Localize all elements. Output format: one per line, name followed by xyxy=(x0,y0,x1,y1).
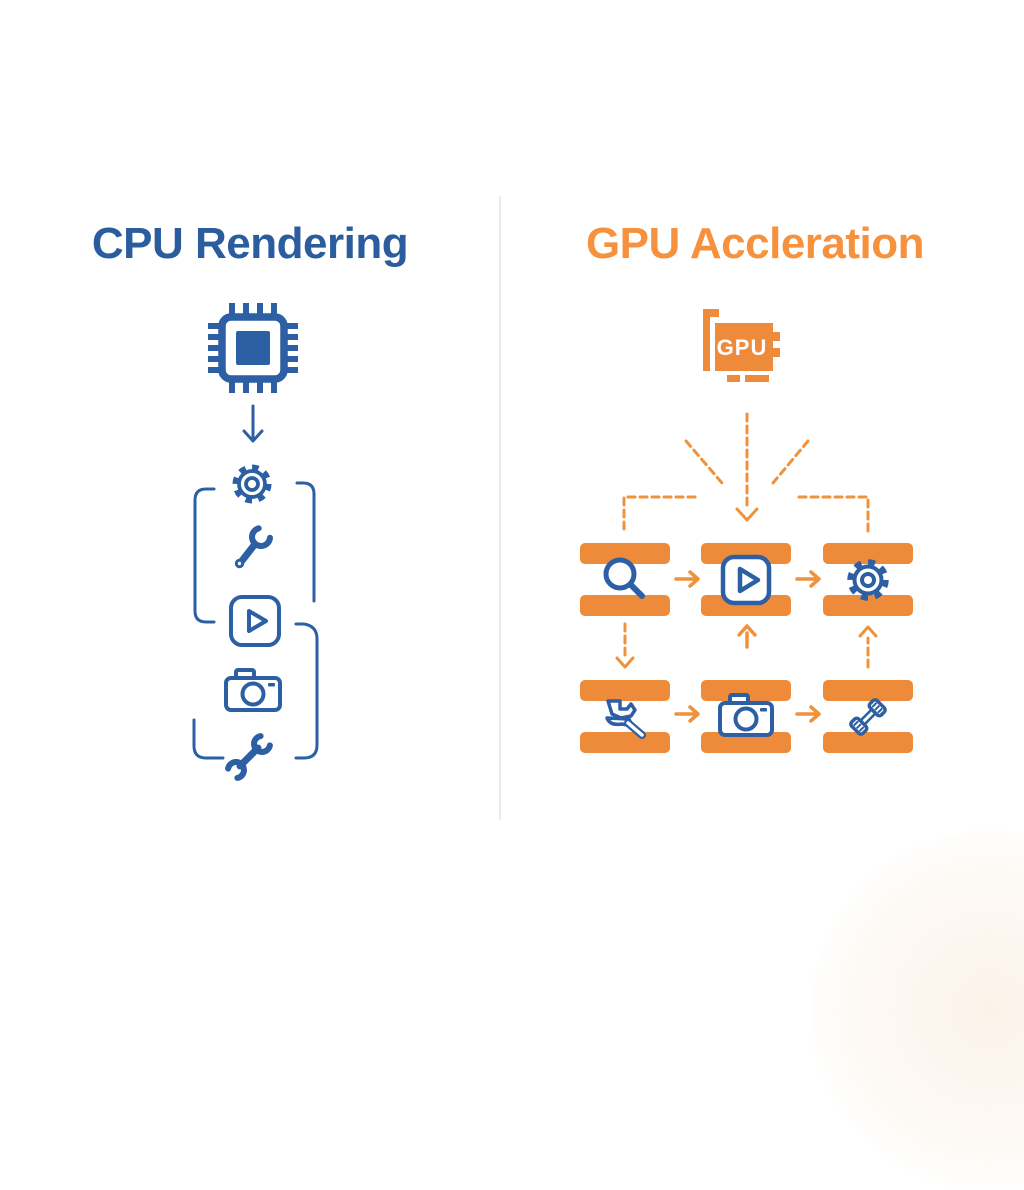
cpu-chip-icon xyxy=(208,303,298,393)
block-bar xyxy=(823,543,913,564)
spanner-icon xyxy=(225,733,273,781)
gpu-block-magnifier xyxy=(580,543,670,616)
gpu-block-spanner-fork xyxy=(823,680,913,753)
dashed-up-arrow xyxy=(858,625,878,669)
camera-icon xyxy=(224,668,282,712)
gpu-block-play xyxy=(701,543,791,616)
camera-icon xyxy=(718,692,774,737)
gpu-block-gear xyxy=(823,543,913,616)
gear-icon xyxy=(232,464,272,504)
block-bar xyxy=(823,595,913,616)
gpu-block-camera xyxy=(701,680,791,753)
background-glow xyxy=(810,830,1024,1190)
dashed-down-arrow xyxy=(615,622,635,669)
cpu-panel-title: CPU Rendering xyxy=(91,219,409,268)
block-bar xyxy=(580,732,670,753)
connector-overlay xyxy=(192,404,878,760)
wrench-icon xyxy=(234,525,273,569)
block-bar xyxy=(580,595,670,616)
gpu-fanout-connectors xyxy=(622,412,870,535)
block-bar xyxy=(701,680,791,701)
play-icon xyxy=(229,595,281,647)
solid-up-arrow xyxy=(737,624,757,649)
right-arrow xyxy=(674,570,700,588)
spanner-fork-icon xyxy=(849,697,887,736)
gpu-panel-title: GPU Accleration xyxy=(585,219,925,268)
gpu-block-hand-tool xyxy=(580,680,670,753)
block-bar xyxy=(701,732,791,753)
block-bar xyxy=(580,680,670,701)
right-arrow xyxy=(795,705,821,723)
right-arrow xyxy=(674,705,700,723)
diagram-canvas: CPU Rendering GPU Accleration GPU xyxy=(91,196,1024,1190)
block-bar xyxy=(580,543,670,564)
block-bar xyxy=(701,543,791,564)
block-bar xyxy=(823,732,913,753)
block-bar xyxy=(701,595,791,616)
hand-tool-icon xyxy=(605,698,646,739)
block-bar xyxy=(823,680,913,701)
play-icon xyxy=(720,554,772,605)
panel-divider xyxy=(499,196,501,820)
cpu-down-arrow xyxy=(242,404,264,443)
gpu-card-label: GPU xyxy=(717,335,768,360)
gear-icon xyxy=(847,558,889,601)
right-arrow xyxy=(795,570,821,588)
gpu-card-icon: GPU xyxy=(703,309,780,382)
magnifier-icon xyxy=(603,557,645,599)
